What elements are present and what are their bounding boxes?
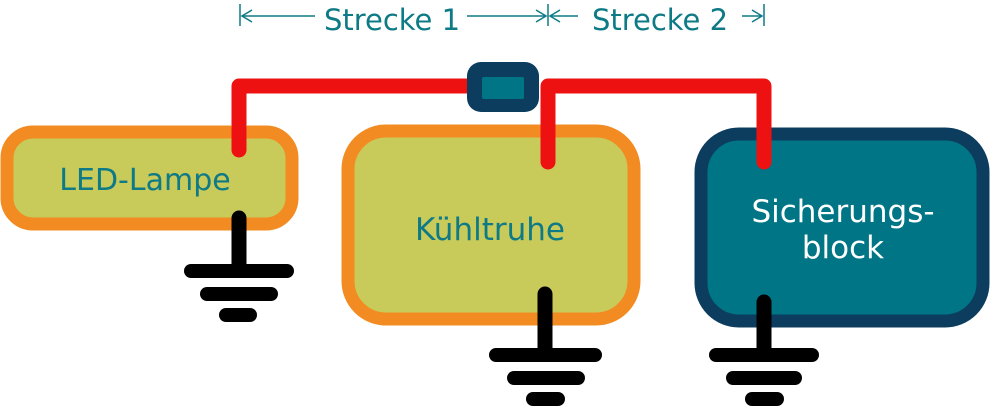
segment-2-label: Strecke 2 [592,3,728,37]
wire-ends [231,118,772,170]
freezer-box [341,124,641,326]
segment-1-label: Strecke 1 [324,3,460,37]
led-lamp-label: LED-Lampe [59,163,230,198]
fuse-block-box [694,127,990,328]
ground-symbol-icon [489,286,602,406]
connector-icon [467,62,539,112]
freezer-label: Kühltruhe [415,212,565,248]
fuse-block-label-line-1: Sicherungs- [751,194,934,230]
ground-symbol-icon [184,210,294,322]
led-lamp-box [0,125,299,231]
dimension-lines [239,4,765,26]
fuse-block-label-line-2: block [802,230,884,266]
ground-symbol-icon [709,294,819,406]
